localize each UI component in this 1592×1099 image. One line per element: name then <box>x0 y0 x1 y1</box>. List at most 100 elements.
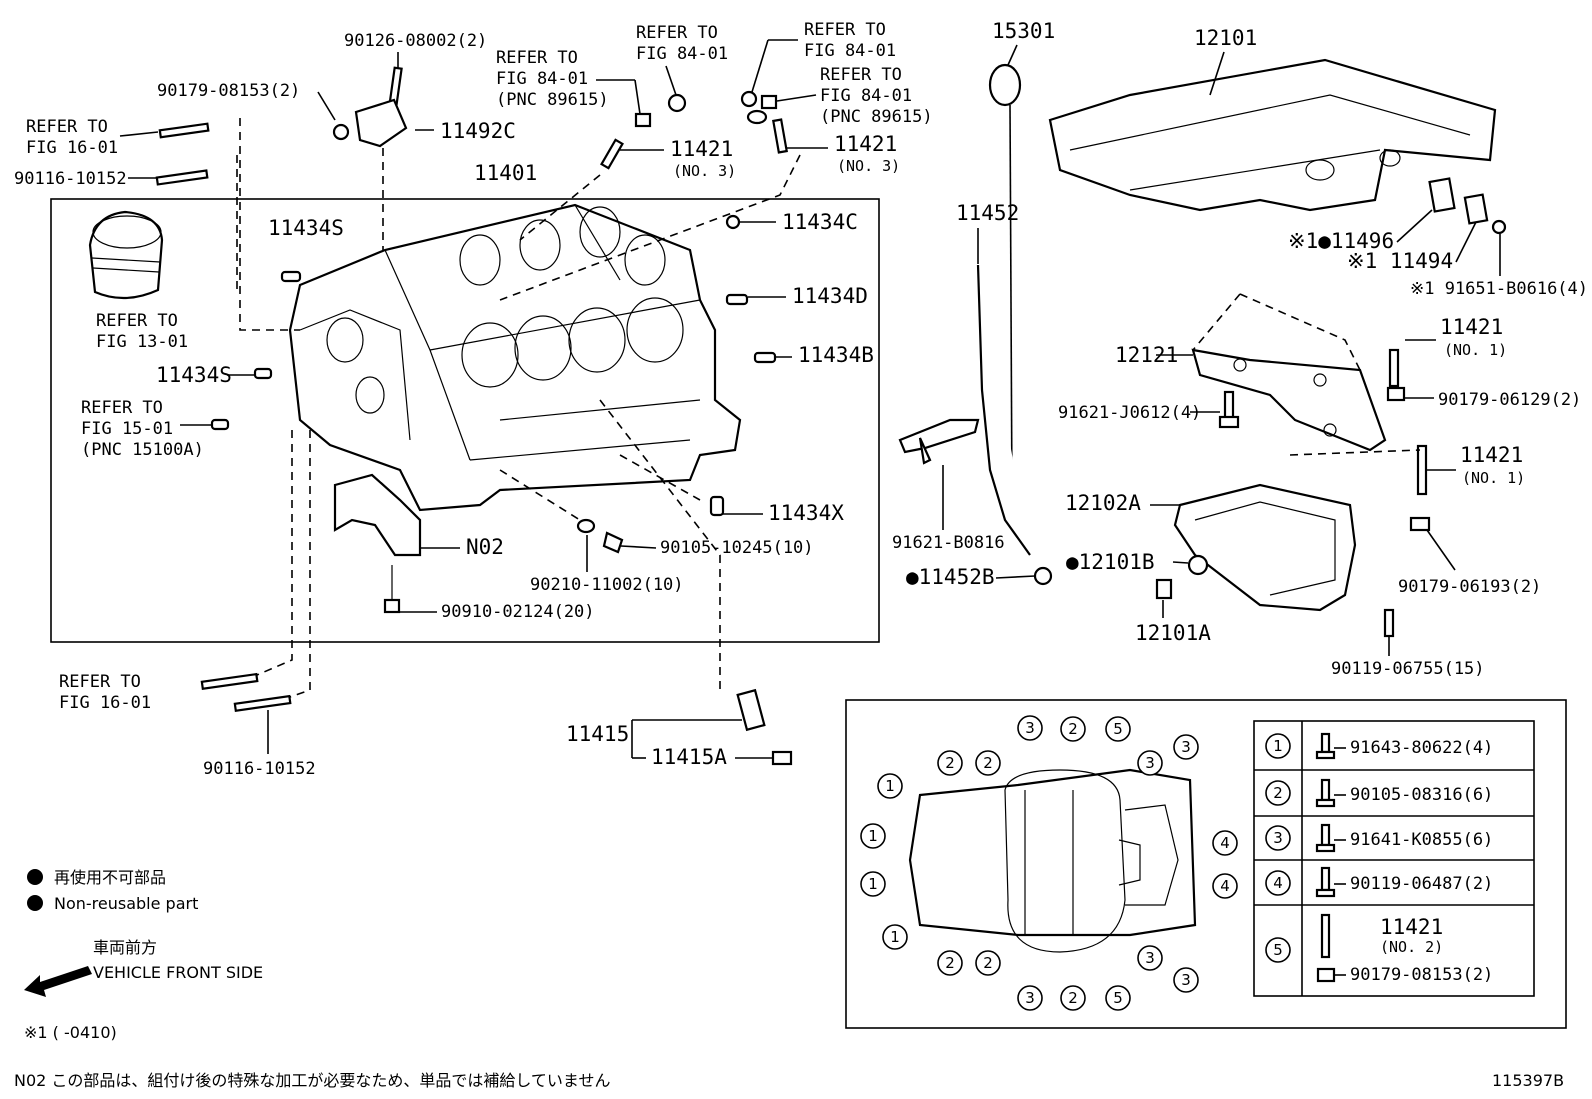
label-91651: ※1 91651-B0616(4) <box>1410 279 1588 299</box>
label-11421-a-sub: (NO. 3) <box>673 162 736 180</box>
gauge-guide[interactable] <box>898 264 1053 586</box>
bolt-callout-2: 2 <box>937 950 963 976</box>
label-11421-no1-a: 11421 <box>1440 315 1503 339</box>
bolt-callout-3: 3 <box>1017 985 1043 1011</box>
bolt-callout-3: 3 <box>1173 734 1199 760</box>
label-11434D: 11434D <box>792 284 868 308</box>
label-11492C: 11492C <box>440 119 516 143</box>
label-90910: 90910-02124(20) <box>441 602 595 622</box>
label-91621-B0816: 91621-B0816 <box>892 533 1005 553</box>
legend: 再使用不可部品 Non-reusable part 車両前方 VEHICLE F… <box>14 868 1564 1090</box>
bolt-row-3: 3 91641-K0855(6) <box>1265 823 1493 853</box>
cylinder-block-frame <box>50 198 880 643</box>
oil-pan-no2[interactable] <box>1173 449 1421 612</box>
label-11401: 11401 <box>474 161 537 185</box>
svg-text:2: 2 <box>1068 989 1078 1007</box>
label-refer15-2: FIG 15-01 <box>81 419 173 439</box>
svg-text:2: 2 <box>983 754 993 772</box>
svg-text:1: 1 <box>868 827 878 845</box>
label-91621-J0612: 91621-J0612(4) <box>1058 403 1201 423</box>
svg-text:3: 3 <box>1025 989 1035 1007</box>
oil-pan-no1[interactable] <box>1048 58 1497 212</box>
bolt-callout-2: 2 <box>975 950 1001 976</box>
label-11434C: 11434C <box>782 210 858 234</box>
stud-icon <box>1320 913 1331 959</box>
label-refer16-a1: REFER TO <box>26 117 108 137</box>
label-refer84-a3: (PNC 89615) <box>496 90 609 110</box>
label-11452: 11452 <box>956 201 1019 225</box>
label-refer84-c2: FIG 84-01 <box>804 41 896 61</box>
leader-dashes <box>236 118 801 698</box>
bolt-row-5-part2: 90179-08153(2) <box>1350 965 1493 985</box>
svg-text:1: 1 <box>890 928 900 946</box>
label-refer13-2: FIG 13-01 <box>96 332 188 352</box>
label-refer84-d1: REFER TO <box>820 65 902 85</box>
label-11421-no1-a-sub: (NO. 1) <box>1444 341 1507 359</box>
bolt-callout-4: 4 <box>1212 830 1238 856</box>
oil-pan-small-parts[interactable] <box>1428 177 1507 235</box>
svg-text:5: 5 <box>1113 989 1123 1007</box>
bolt-callout-2: 2 <box>1060 985 1086 1011</box>
svg-text:3: 3 <box>1273 829 1283 847</box>
label-90105-10245: 90105-10245(10) <box>660 538 814 558</box>
label-11434S-mid: 11434S <box>156 363 232 387</box>
svg-text:2: 2 <box>945 954 955 972</box>
baffle-bolts[interactable] <box>1218 348 1431 532</box>
bolt-row-4-part: 90119-06487(2) <box>1350 874 1493 894</box>
oil-level-gauge[interactable] <box>988 63 1022 501</box>
cylinder-block[interactable] <box>288 203 742 512</box>
drain-plug[interactable] <box>1155 554 1395 638</box>
note-N02: N02 この部品は、組付け後の特殊な加工が必要なため、単品では補給していません <box>14 1071 610 1090</box>
bolt-callout-2: 2 <box>975 750 1001 776</box>
baffle-plate[interactable] <box>1191 293 1387 452</box>
legend-nonreusable-jp: 再使用不可部品 <box>54 868 166 887</box>
bolt-row-1-part: 91643-80622(4) <box>1350 738 1493 758</box>
svg-text:5: 5 <box>1113 720 1123 738</box>
label-12101B: ●12101B <box>1066 550 1155 574</box>
piston-illustration[interactable] <box>88 210 164 300</box>
svg-text:4: 4 <box>1220 877 1230 895</box>
label-12102A: 12102A <box>1065 491 1141 515</box>
stud-bolts-top[interactable] <box>155 66 788 186</box>
label-11415: 11415 <box>566 722 629 746</box>
label-11434B: 11434B <box>798 343 874 367</box>
label-90179-06129: 90179-06129(2) <box>1438 390 1581 410</box>
bolt-row-1: 1 91643-80622(4) <box>1265 732 1493 760</box>
bolt-callout-1: 1 <box>877 773 903 799</box>
label-refer84-d2: FIG 84-01 <box>820 86 912 106</box>
legend-front-jp: 車両前方 <box>93 938 157 957</box>
label-90179-08153: 90179-08153(2) <box>157 81 300 101</box>
label-refer84-d3: (PNC 89615) <box>820 107 933 127</box>
knock-sensor[interactable] <box>736 688 793 766</box>
label-11434X: 11434X <box>768 501 844 525</box>
label-12101A: 12101A <box>1135 621 1211 645</box>
label-N02: N02 <box>466 535 504 559</box>
label-11452B: ●11452B <box>906 565 995 589</box>
bolt-callout-2: 2 <box>937 750 963 776</box>
stud-bolts-bottom[interactable] <box>200 672 292 712</box>
label-15301: 15301 <box>992 19 1055 43</box>
bolt-icon <box>1320 732 1331 754</box>
svg-text:3: 3 <box>1181 738 1191 756</box>
block-plugs[interactable] <box>210 214 777 554</box>
svg-text:3: 3 <box>1181 971 1191 989</box>
nut-icon <box>1316 967 1336 983</box>
bolt-callout-3: 3 <box>1173 967 1199 993</box>
non-reusable-dot-icon <box>27 895 43 911</box>
legend-nonreusable-en: Non-reusable part <box>54 894 198 913</box>
bolt-icon <box>1320 778 1331 802</box>
bearing-cap-N02[interactable] <box>333 473 422 614</box>
label-90126: 90126-08002(2) <box>344 31 487 51</box>
label-refer84-b2: FIG 84-01 <box>636 44 728 64</box>
bolt-callout-3: 3 <box>1017 715 1043 741</box>
svg-text:1: 1 <box>868 875 878 893</box>
bolt-icon <box>1320 866 1331 892</box>
bolt-callout-2: 2 <box>1060 716 1086 742</box>
label-11421-no1-b-sub: (NO. 1) <box>1462 469 1525 487</box>
legend-front-en: VEHICLE FRONT SIDE <box>93 963 263 982</box>
label-11421-b: 11421 <box>834 132 897 156</box>
label-11434S-top: 11434S <box>268 216 344 240</box>
label-90116-bot: 90116-10152 <box>203 759 316 779</box>
